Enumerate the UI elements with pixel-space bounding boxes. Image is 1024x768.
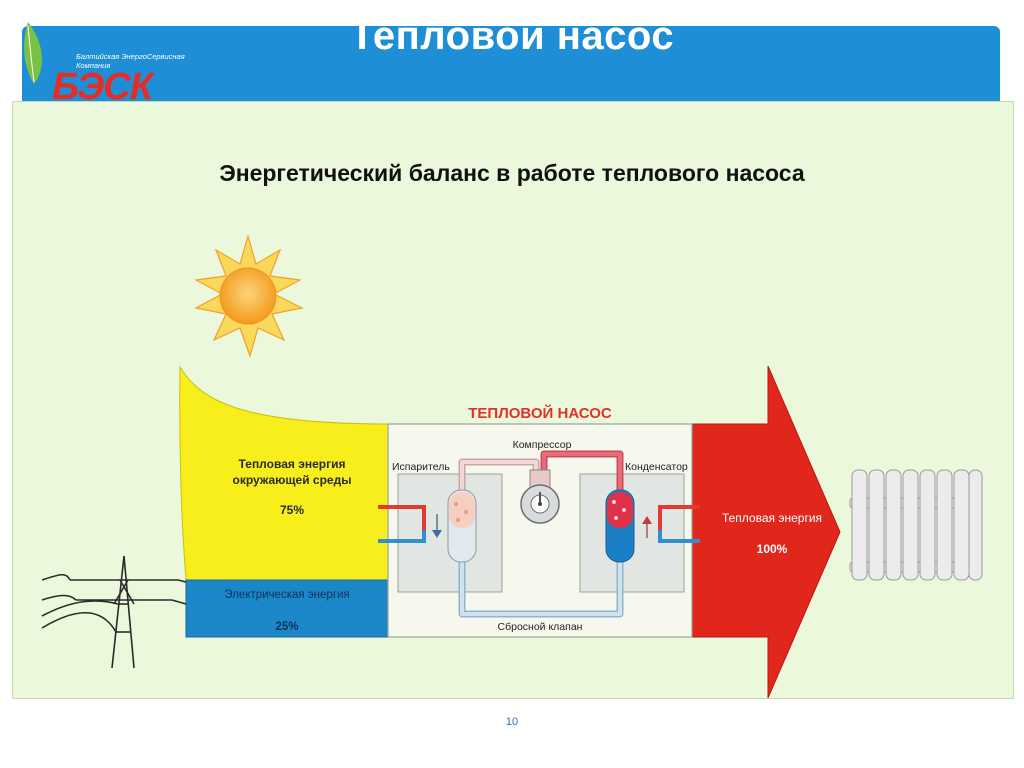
heat-pump-label: ТЕПЛОВОЙ НАСОС	[468, 404, 612, 422]
evaporator-label: Испаритель	[392, 461, 450, 473]
env-heat-label-line1: Тепловая энергия	[239, 457, 346, 471]
refrigerant-loop	[458, 450, 624, 618]
evaporator-vessel	[447, 489, 477, 563]
env-heat-percent: 75%	[280, 503, 304, 517]
header-bar	[22, 26, 1000, 102]
electric-energy-flow	[185, 579, 389, 638]
relief-valve-label: Сбросной клапан	[498, 621, 583, 633]
electric-energy-percent: 25%	[275, 621, 298, 633]
down-arrow-icon	[432, 514, 442, 538]
output-heat-arrow	[691, 365, 841, 699]
condenser-label: Конденсатор	[625, 461, 688, 473]
up-arrow-icon	[642, 516, 652, 538]
evaporator-inlet-pipes	[378, 505, 426, 543]
evaporator-panel	[397, 473, 503, 593]
output-heat-percent: 100%	[757, 542, 788, 556]
env-heat-label-line2: окружающей среды	[233, 473, 352, 487]
page-number: 10	[505, 716, 519, 728]
output-heat-label: Тепловая энергия	[722, 511, 822, 525]
power-line-tower-icon	[41, 555, 187, 669]
compressor-icon	[520, 469, 560, 524]
compressor-label: Компрессор	[513, 439, 572, 451]
condenser-vessel	[605, 489, 635, 563]
radiator-icon	[849, 469, 983, 581]
condenser-outlet-pipes	[658, 505, 700, 543]
leaf-icon	[24, 22, 42, 84]
diagram-subtitle: Энергетический баланс в работе теплового…	[219, 160, 805, 186]
sun-icon	[194, 233, 304, 358]
electric-energy-label: Электрическая энергия	[224, 589, 349, 601]
logo-subtitle: Балтийская ЭнергоСервисная Компания	[76, 52, 185, 70]
slide-title: Тепловой насос	[349, 14, 675, 58]
